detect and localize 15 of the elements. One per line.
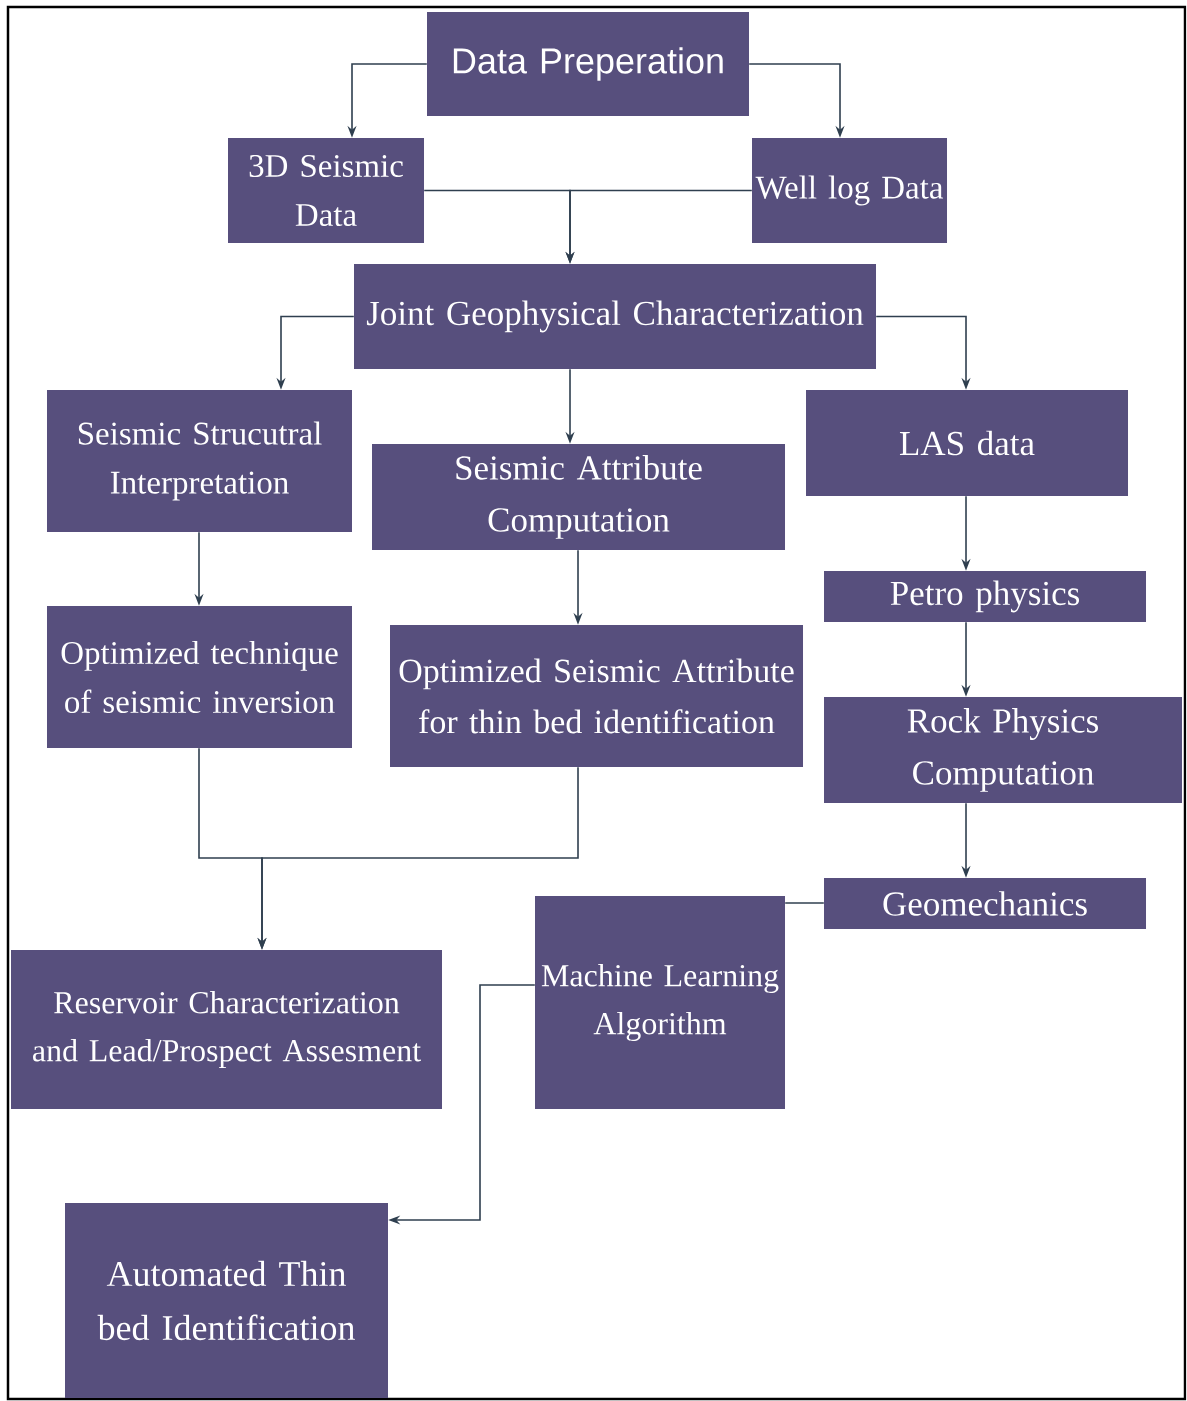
process-box: 3D Seismic Data <box>228 138 424 243</box>
process-box: Machine Learning Algorithm <box>535 896 785 1109</box>
process-box: LAS data <box>806 390 1128 496</box>
process-box: Data Preperation <box>427 12 749 116</box>
process-box: Joint Geophysical Characterization <box>354 264 876 369</box>
process-box: Optimized technique of seismic inversion <box>47 606 352 748</box>
process-box: Seismic Strucutral Interpretation <box>47 390 352 532</box>
process-box: Rock Physics Computation <box>824 697 1182 803</box>
process-box: Geomechanics <box>824 878 1146 929</box>
process-box: Optimized Seismic Attribute for thin bed identification <box>390 625 803 767</box>
process-box: Well log Data <box>752 138 947 243</box>
process-box: Reservoir Characterization and Lead/Prospect Assesment <box>11 950 442 1109</box>
process-box: Seismic Attribute Computation <box>372 444 785 550</box>
process-box: Automated Thin bed Identification <box>65 1203 388 1398</box>
process-box: Petro physics <box>824 571 1146 622</box>
